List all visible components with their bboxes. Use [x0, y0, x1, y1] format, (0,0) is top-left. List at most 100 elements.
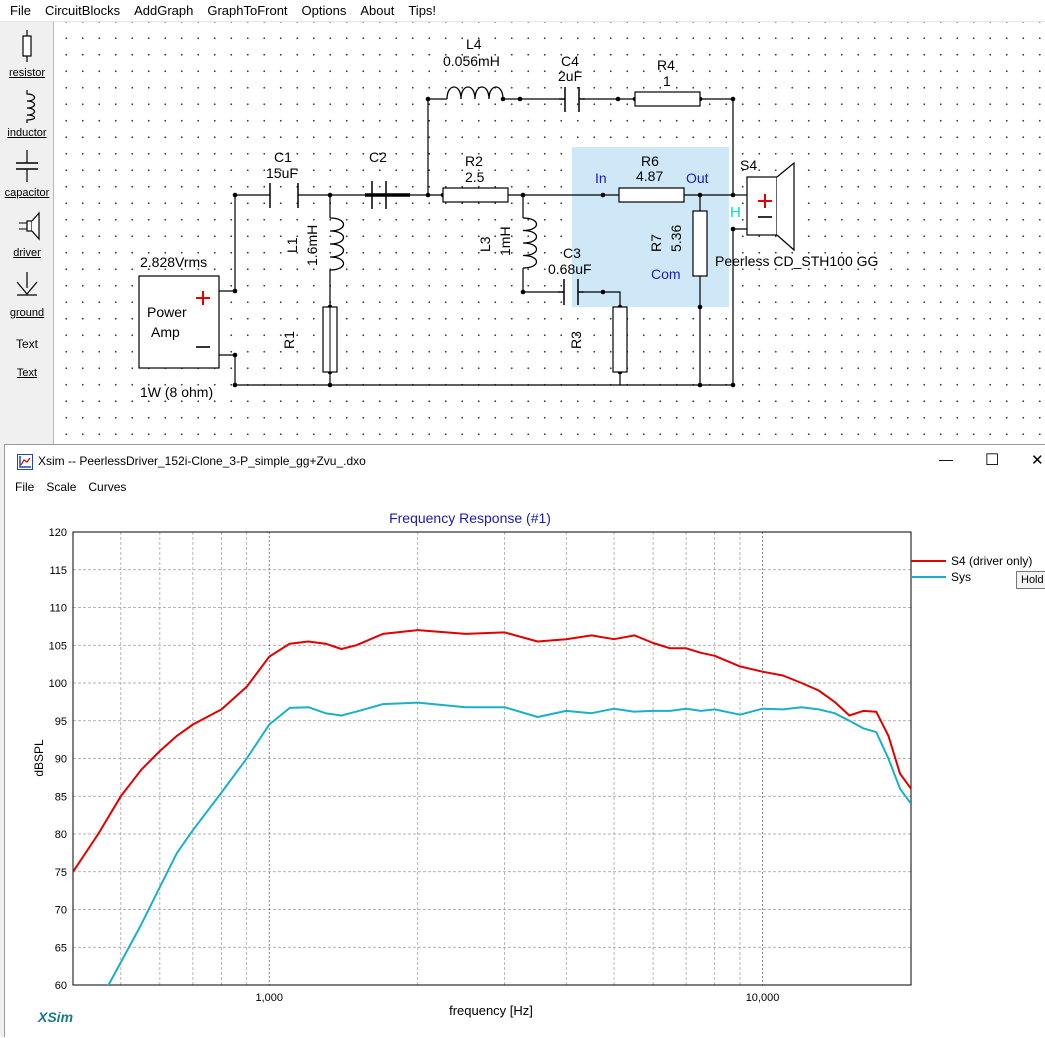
ground-icon[interactable] [13, 268, 41, 304]
speaker-name: S4 [740, 157, 757, 173]
y-tick-label: 90 [55, 754, 67, 766]
y-tick-label: 80 [55, 829, 67, 841]
speaker-h-marker: H [730, 204, 741, 221]
y-tick-label: 115 [49, 565, 67, 577]
c3-value: 0.68uF [548, 261, 592, 277]
tool-text[interactable]: Text [16, 367, 38, 379]
menu-graphtofront[interactable]: GraphToFront [207, 2, 288, 18]
menu-addgraph[interactable]: AddGraph [134, 2, 194, 18]
menu-about[interactable]: About [360, 2, 395, 18]
r2-name: R2 [465, 153, 483, 169]
l3-name: L3 [477, 236, 493, 252]
y-tick-label: 85 [55, 791, 67, 803]
chart-legend: S4 (driver only) Sys [911, 554, 1032, 584]
y-tick-label: 65 [55, 942, 67, 954]
attenuator-out-label: Out [686, 170, 709, 186]
xsim-menubar: File Scale Curves [5, 477, 1045, 497]
r7-value: 5.36 [668, 225, 684, 252]
legend-label: S4 (driver only) [951, 554, 1032, 568]
xsim-menu-curves[interactable]: Curves [88, 480, 127, 494]
minimize-icon[interactable]: — [939, 451, 953, 467]
legend-label: Sys [951, 570, 971, 584]
speaker-s4[interactable] [746, 161, 795, 252]
power-amp-box [138, 275, 220, 369]
source-name-line2: Amp [151, 324, 180, 340]
tool-ground[interactable]: ground [9, 307, 45, 319]
frequency-response-chart[interactable]: Frequency Response (#1) 60 65 70 75 80 85 90 95… [5, 497, 1045, 1038]
menu-tips[interactable]: Tips! [408, 2, 437, 18]
app-icon [17, 454, 33, 470]
l1-name: L1 [284, 237, 300, 253]
c2-name: C2 [369, 149, 387, 165]
inductor-l1[interactable] [329, 217, 345, 271]
y-tick-label: 110 [49, 603, 67, 615]
y-tick-label: 105 [49, 640, 67, 652]
tool-driver[interactable]: driver [13, 247, 41, 259]
tool-inductor[interactable]: inductor [7, 127, 47, 139]
y-tick-label: 70 [55, 905, 67, 917]
plot-frame [72, 531, 912, 986]
resistor-r1[interactable] [322, 306, 338, 373]
y-tick-label: 60 [55, 980, 67, 992]
y-tick-label: 100 [49, 678, 67, 690]
capacitor-c3[interactable] [558, 279, 584, 305]
l1-value: 1.6mH [304, 225, 320, 266]
close-icon[interactable]: ✕ [1031, 452, 1044, 469]
driver-icon[interactable] [13, 208, 41, 244]
inductor-l4[interactable] [446, 86, 504, 100]
capacitor-c4[interactable] [559, 87, 585, 112]
tool-capacitor[interactable]: capacitor [4, 187, 50, 199]
x-tick-label: 10,000 [746, 992, 780, 1004]
chart-title: Frequency Response (#1) [389, 510, 551, 526]
xsim-titlebar[interactable]: Xsim -- PeerlessDriver_152i-Clone_3-P_si… [5, 445, 1045, 477]
xsim-window: Xsim -- PeerlessDriver_152i-Clone_3-P_si… [4, 444, 1045, 1037]
y-axis-label: dBSPL [32, 739, 46, 777]
xsim-menu-file[interactable]: File [15, 480, 35, 494]
l4-value: 0.056mH [443, 53, 500, 69]
attenuator-com-label: Com [651, 266, 681, 282]
c1-value: 15uF [266, 165, 298, 181]
source-power: 1W (8 ohm) [140, 384, 213, 400]
r6-name: R6 [641, 153, 659, 169]
resistor-icon[interactable] [13, 28, 41, 64]
r6-value: 4.87 [636, 168, 663, 184]
menu-file[interactable]: File [10, 2, 31, 18]
resistor-r6[interactable] [618, 187, 685, 203]
r3-name: R3 [568, 331, 584, 349]
maximize-icon[interactable]: ☐ [985, 452, 1000, 469]
x-axis-label: frequency [Hz] [449, 1003, 533, 1018]
chart-series [73, 629, 911, 985]
c1-name: C1 [274, 149, 292, 165]
inductor-icon[interactable] [13, 88, 41, 124]
resistor-r7[interactable] [692, 210, 708, 277]
r4-value: 1 [663, 73, 671, 89]
c4-name: C4 [561, 53, 579, 69]
menu-circuitblocks[interactable]: CircuitBlocks [44, 2, 121, 18]
main-menubar: File CircuitBlocks AddGraph GraphToFront… [0, 0, 1045, 22]
resistor-r2[interactable] [442, 187, 509, 203]
y-tick-label: 95 [55, 716, 67, 728]
capacitor-icon[interactable] [13, 148, 41, 184]
r4-name: R4 [657, 57, 675, 73]
xsim-menu-scale[interactable]: Scale [46, 480, 77, 494]
attenuator-in-label: In [595, 170, 607, 186]
schematic-canvas[interactable]: 2.828Vrms Power Amp 1W (8 ohm) L4 0.056m… [54, 22, 1045, 444]
tool-resistor[interactable]: resistor [8, 67, 46, 79]
series-line-0 [73, 629, 911, 873]
resistor-r4[interactable] [634, 91, 701, 107]
text-box-icon[interactable]: Text [15, 337, 38, 351]
capacitor-c1[interactable] [269, 183, 299, 208]
l3-value: 1mH [497, 226, 513, 256]
speaker-model: Peerless CD_STH100 GG [715, 253, 878, 269]
menu-options[interactable]: Options [301, 2, 347, 18]
resistor-r3[interactable] [612, 306, 628, 373]
capacitor-c2[interactable] [365, 181, 410, 209]
inductor-l3[interactable] [522, 217, 538, 269]
y-tick-label: 75 [55, 867, 67, 879]
hold-button[interactable]: Hold [1016, 571, 1045, 589]
c3-name: C3 [563, 245, 581, 261]
xsim-title-text: Xsim -- PeerlessDriver_152i-Clone_3-P_si… [38, 454, 366, 468]
l4-name: L4 [466, 36, 482, 52]
